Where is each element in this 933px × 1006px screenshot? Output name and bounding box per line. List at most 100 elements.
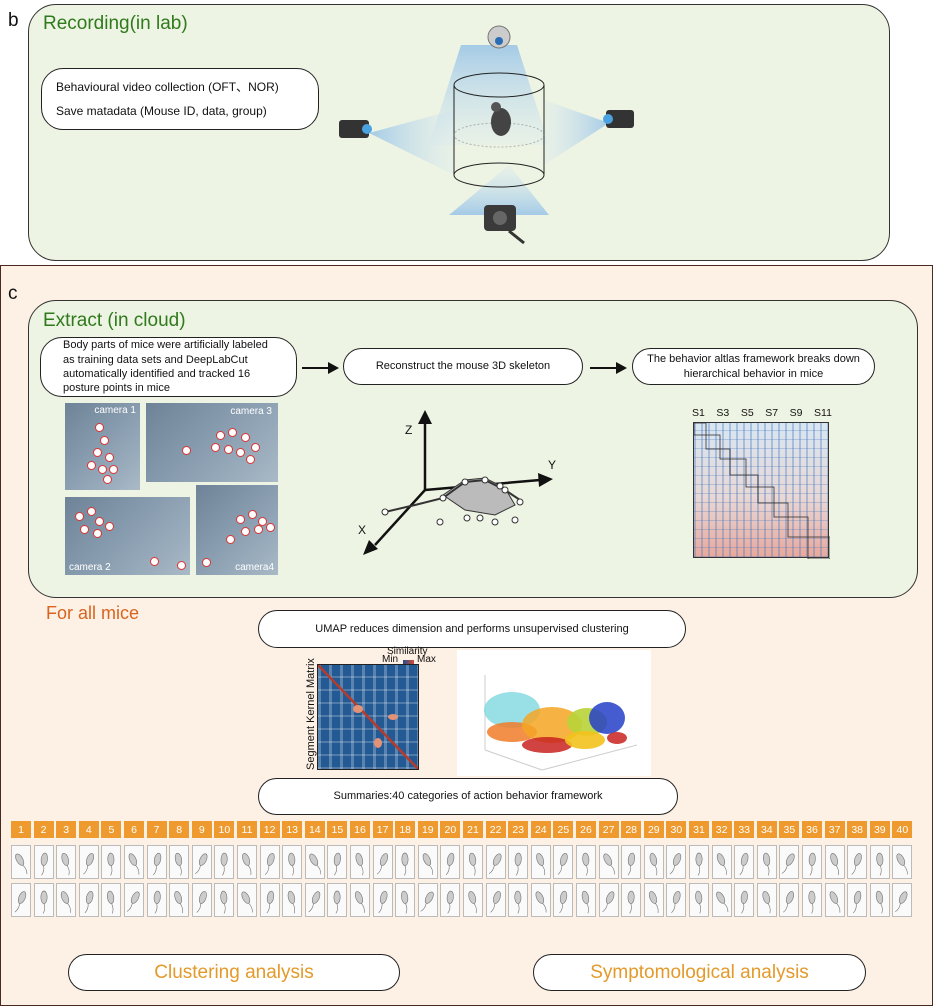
- camera-3-label: camera 3: [230, 406, 272, 417]
- category-number: 29: [643, 821, 664, 838]
- behavior-thumbnail: [395, 845, 416, 879]
- segment-labels: S1 S3 S5 S7 S9 S11: [692, 407, 832, 419]
- behavior-thumbnail: [327, 883, 348, 917]
- category-number: 6: [124, 821, 144, 838]
- category-number: 8: [169, 821, 190, 838]
- behavior-thumbnail: [417, 845, 438, 879]
- behavior-thumbnail: [779, 845, 800, 879]
- segment-label: S9: [789, 407, 803, 419]
- category-number: 5: [101, 821, 122, 838]
- behavior-thumbnail: [643, 845, 664, 879]
- symptomological-analysis-button[interactable]: Symptomological analysis: [533, 954, 866, 991]
- behavior-thumbnail: [372, 883, 393, 917]
- category-number: 22: [485, 821, 506, 838]
- category-number: 30: [666, 821, 687, 838]
- category-number: 11: [237, 821, 257, 838]
- recording-panel: Recording(in lab) Behavioural video coll…: [28, 4, 890, 261]
- arrow-icon: [302, 362, 339, 374]
- behavior-thumbnail: [892, 883, 913, 917]
- category-number: 2: [33, 821, 54, 838]
- behavior-thumbnail: [892, 845, 913, 879]
- behavior-thumbnail: [124, 845, 144, 879]
- behavior-thumbnail: [643, 883, 664, 917]
- category-number: 33: [734, 821, 755, 838]
- behavior-thumbnail: [78, 845, 99, 879]
- behavior-thumbnail: [869, 845, 890, 879]
- behavior-thumbnail: [304, 845, 325, 879]
- behavior-thumbnail: [756, 883, 777, 917]
- camera-2-image: camera 2: [65, 497, 190, 575]
- segment-kernel-matrix: [317, 664, 419, 770]
- behavior-thumbnail: [417, 883, 438, 917]
- behavior-thumbnail: [440, 845, 461, 879]
- behavior-thumbnail: [350, 883, 370, 917]
- category-number: 27: [598, 821, 619, 838]
- behavior-thumbnail: [56, 883, 77, 917]
- behavior-thumbnail: [553, 883, 574, 917]
- axis-x-label: X: [358, 523, 367, 537]
- similarity-colorbar: [403, 660, 414, 664]
- behavior-thumbnail: [101, 883, 122, 917]
- behavior-thumbnail: [372, 845, 393, 879]
- behavior-thumbnail: [259, 883, 280, 917]
- behavior-thumbnail: [282, 845, 303, 879]
- behavior-thumbnail: [237, 883, 257, 917]
- behavior-thumbnail: [78, 883, 99, 917]
- behavior-thumbnail: [734, 845, 755, 879]
- behavior-thumbnail: [56, 845, 77, 879]
- behavior-thumbnail: [553, 845, 574, 879]
- behavior-thumbnail: [11, 845, 31, 879]
- similarity-max: Max: [417, 654, 436, 665]
- behavior-thumbnail: [711, 845, 732, 879]
- behavior-thumbnail: [779, 883, 800, 917]
- behavior-thumbnail: [576, 883, 596, 917]
- clustering-analysis-button[interactable]: Clustering analysis: [68, 954, 400, 991]
- axis-y-label: Y: [548, 458, 557, 472]
- behavior-thumbnail: [802, 883, 822, 917]
- category-number: 36: [802, 821, 822, 838]
- step-umap-clustering: UMAP reduces dimension and performs unsu…: [258, 610, 686, 648]
- camera-4-image: camera4: [196, 485, 278, 575]
- behavior-thumbnail: [214, 845, 235, 879]
- behavior-thumbnail: [621, 845, 642, 879]
- umap-3d-scatter-plot: [457, 650, 651, 776]
- category-number: 28: [621, 821, 642, 838]
- behavior-thumbnail: [530, 883, 551, 917]
- info-line-1: Behavioural video collection (OFT、NOR): [56, 80, 279, 94]
- category-number: 24: [530, 821, 551, 838]
- panel-b-label: b: [8, 10, 19, 31]
- behavior-thumbnail: [598, 845, 619, 879]
- camera-1-label: camera 1: [94, 405, 136, 416]
- recording-title: Recording(in lab): [43, 13, 188, 34]
- behavior-thumbnail: [440, 883, 461, 917]
- behavior-thumbnail: [101, 845, 122, 879]
- category-number: 12: [259, 821, 280, 838]
- behavior-thumbnail: [350, 845, 370, 879]
- behavior-thumbnail: [11, 883, 31, 917]
- behavior-thumbnail: [237, 845, 257, 879]
- camera-4-label: camera4: [235, 562, 274, 573]
- behavior-thumbnail: [666, 845, 687, 879]
- category-number: 39: [869, 821, 890, 838]
- extract-title: Extract (in cloud): [43, 310, 186, 331]
- category-number: 21: [463, 821, 483, 838]
- behavior-thumbnail: [824, 845, 845, 879]
- behavior-thumbnail: [259, 845, 280, 879]
- behavior-thumbnail: [756, 845, 777, 879]
- category-number: 3: [56, 821, 77, 838]
- behavior-thumbnail: [847, 845, 868, 879]
- behavior-thumbnail: [214, 883, 235, 917]
- behavior-thumbnail: [530, 845, 551, 879]
- behavior-thumbnail: [711, 883, 732, 917]
- behavior-thumbnail: [824, 883, 845, 917]
- step-label-training: Body parts of mice were artificially lab…: [40, 337, 297, 397]
- category-number: 13: [282, 821, 303, 838]
- category-number: 32: [711, 821, 732, 838]
- behavior-thumbnail: [734, 883, 755, 917]
- recording-setup-illustration: [339, 25, 634, 245]
- kernel-matrix-axis-label: Segment Kernel Matrix: [305, 658, 317, 770]
- behavior-thumbnail: [395, 883, 416, 917]
- category-number: 19: [417, 821, 438, 838]
- category-number: 4: [78, 821, 99, 838]
- behavior-thumbnail: [666, 883, 687, 917]
